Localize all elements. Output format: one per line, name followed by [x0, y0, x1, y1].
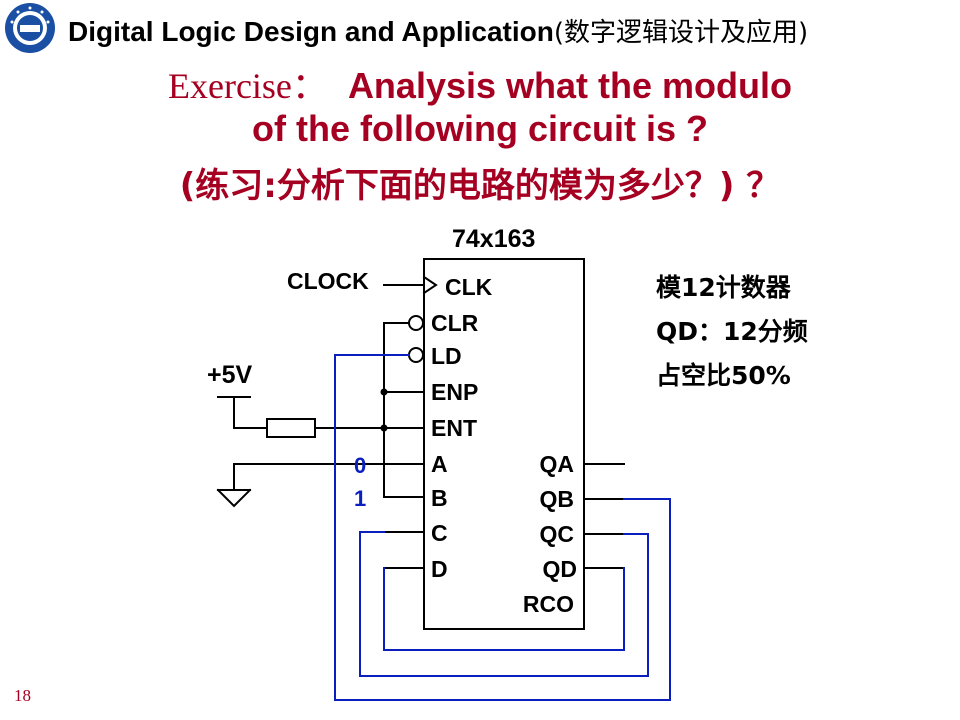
course-header: Digital Logic Design and Application(数字逻…	[68, 12, 808, 49]
pin-b: B	[431, 485, 448, 511]
note-division: QD：12分频	[656, 317, 808, 346]
junction-dot	[380, 388, 388, 396]
clr-bubble	[408, 315, 424, 331]
pin-ld: LD	[431, 343, 462, 369]
page-number: 18	[14, 686, 31, 705]
pin-d: D	[431, 556, 448, 582]
pin-clk: CLK	[445, 274, 493, 300]
chip-74x163	[423, 258, 585, 630]
university-logo	[5, 3, 55, 53]
note-duty-cycle: 占空比50%	[656, 361, 791, 390]
pullup-resistor	[266, 418, 316, 438]
exercise-question-1: Analysis what the modulo	[347, 65, 792, 106]
ld-bubble	[408, 347, 424, 363]
pin-ent: ENT	[431, 415, 477, 441]
note-modulo: 模12计数器	[656, 273, 791, 302]
vcc-label: +5V	[207, 361, 253, 389]
feedback-wire-qc-to-c	[359, 531, 649, 677]
pin-qc: QC	[540, 521, 575, 547]
pin-qb: QB	[540, 486, 575, 512]
pin-c: C	[431, 520, 448, 546]
pin-enp: ENP	[431, 379, 478, 405]
chip-name: 74x163	[452, 225, 535, 253]
answer-notes: 模12计数器 QD：12分频 占空比50%	[656, 266, 808, 398]
feedback-wire-qd-to-d	[383, 567, 625, 651]
exercise-title-line3: (练习:分析下面的电路的模为多少？) ？	[179, 166, 781, 206]
course-title-cn: (数字逻辑设计及应用)	[553, 18, 809, 48]
course-title-en: Digital Logic Design and Application	[68, 16, 554, 47]
clk-edge-symbol	[422, 275, 438, 295]
pin-qa: QA	[540, 451, 575, 477]
exercise-label: Exercise：	[167, 66, 328, 106]
exercise-title-line1: Exercise： Analysis what the modulo	[0, 57, 960, 109]
clock-label: CLOCK	[287, 268, 369, 294]
pin-a: A	[431, 451, 448, 477]
pin-rco: RCO	[523, 591, 574, 617]
feedback-wire-qb-to-ld	[334, 354, 671, 701]
pin-qd: QD	[543, 556, 578, 582]
input-a-value: 0	[354, 453, 366, 478]
pin-clr: CLR	[431, 310, 479, 336]
input-b-value: 1	[354, 486, 366, 511]
exercise-title-line2: of the following circuit is ?	[252, 108, 708, 149]
